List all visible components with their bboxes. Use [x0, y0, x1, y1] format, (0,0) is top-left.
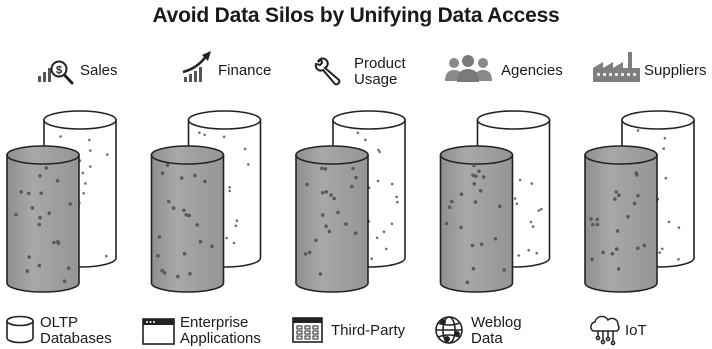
source-label-weblog-line1: Weblog	[471, 314, 522, 331]
factory-icon	[593, 52, 640, 82]
silo-front-cylinder-iot	[584, 145, 658, 293]
category-label-product-line2: Usage	[354, 71, 398, 88]
wrench-icon	[314, 57, 341, 86]
database-stack-icon	[6, 315, 34, 344]
source-label-iot: IoT	[625, 322, 647, 339]
source-label-weblog-line2: Data	[471, 330, 503, 347]
source-label-third-party: Third-Party	[331, 322, 406, 339]
silo-front-cylinder-third-party	[295, 145, 369, 293]
globe-network-icon	[435, 316, 463, 344]
category-label-finance: Finance	[218, 62, 272, 79]
source-label-enterprise-line1: Enterprise	[180, 314, 249, 331]
page-title: Avoid Data Silos by Unifying Data Access	[152, 4, 560, 27]
application-window-icon	[142, 318, 175, 345]
category-label-product-line1: Product	[354, 55, 406, 72]
category-label-sales: Sales	[80, 62, 118, 79]
source-label-oltp-line2: Databases	[40, 330, 112, 347]
category-label-agencies: Agencies	[501, 62, 563, 79]
silo-front-cylinder-weblog	[439, 145, 514, 293]
silo-front-cylinder-enterprise	[150, 145, 225, 293]
people-group-icon	[445, 55, 492, 82]
growth-arrow-chart-icon	[182, 51, 211, 82]
iot-cloud-icon	[590, 315, 620, 346]
third-party-grid-icon	[292, 317, 323, 343]
sales-chart-magnifier-icon: $	[38, 60, 74, 85]
category-label-suppliers: Suppliers	[644, 62, 707, 79]
source-label-enterprise-line2: Applications	[180, 330, 261, 347]
source-label-oltp-line1: OLTP	[40, 314, 79, 331]
svg-text:$: $	[56, 65, 62, 77]
silo-front-cylinder-oltp	[6, 145, 80, 293]
